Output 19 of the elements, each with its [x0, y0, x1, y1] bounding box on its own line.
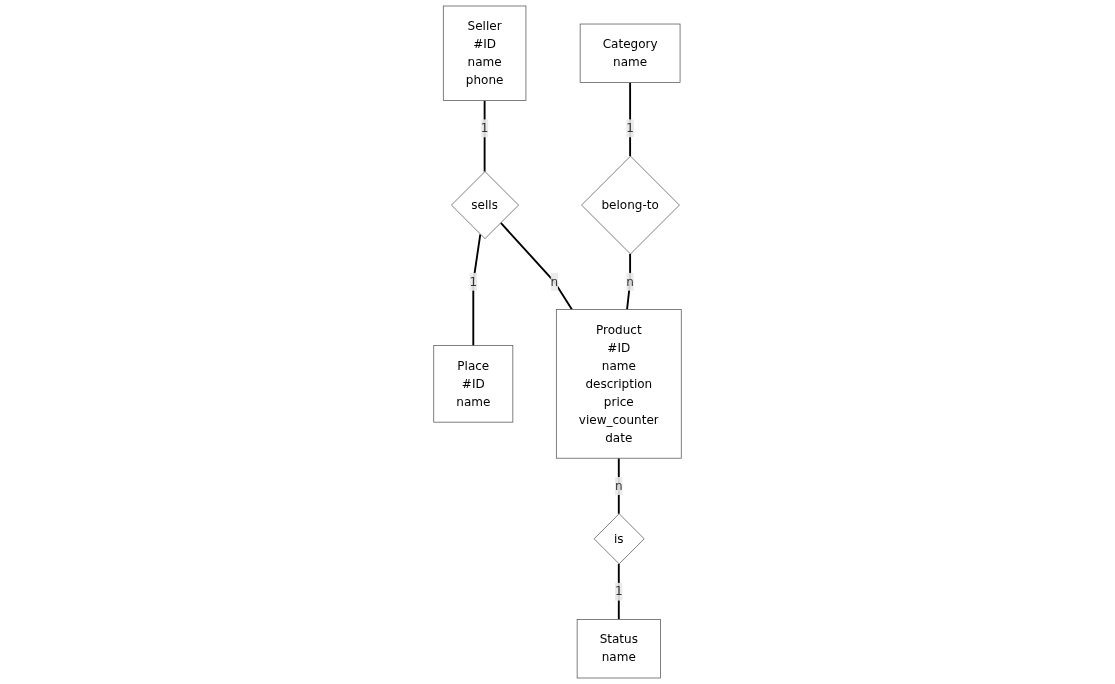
- node-diamond: sells: [451, 171, 519, 239]
- node-diamond: belong-to: [581, 155, 680, 255]
- connector: [472, 233, 482, 347]
- edge-label: n: [550, 274, 559, 289]
- edge-label: n: [614, 478, 623, 493]
- node-box: Place #ID name: [433, 345, 514, 423]
- connector: [499, 221, 573, 311]
- edge-label: 1: [626, 120, 634, 136]
- edge-label: 1: [469, 274, 478, 289]
- node-box: Status name: [576, 619, 661, 679]
- node-diamond: is: [593, 513, 645, 565]
- connector: [626, 253, 632, 311]
- edge-label: n: [626, 274, 634, 289]
- node-box: Product #ID name description price view_counter date: [555, 309, 682, 459]
- node-box: Seller #ID name phone: [442, 5, 527, 101]
- node-box: Category name: [579, 23, 681, 83]
- edge-label: 1: [614, 584, 623, 599]
- edge-label: 1: [480, 120, 489, 136]
- connector: [617, 457, 620, 515]
